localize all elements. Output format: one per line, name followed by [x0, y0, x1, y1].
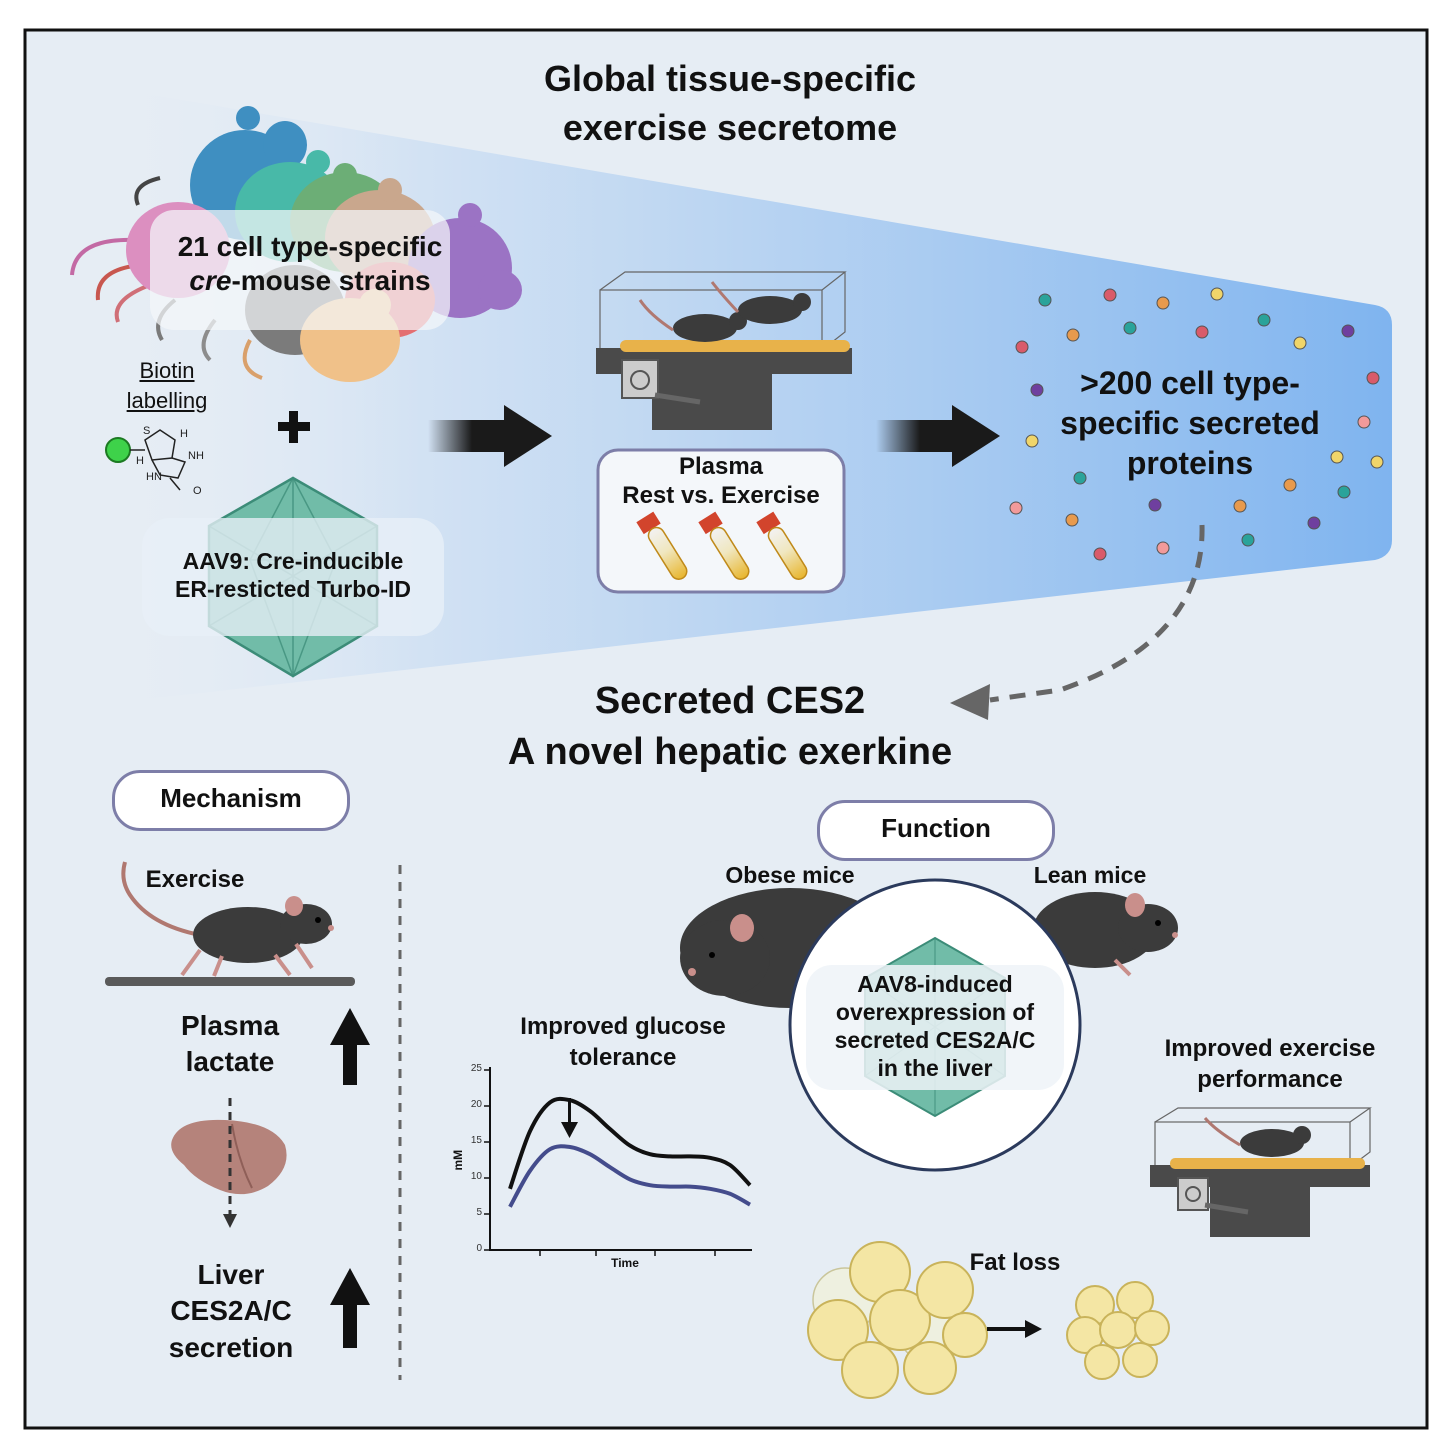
chart-xlabel: Time [611, 1256, 639, 1270]
lean-mice-label: Lean mice [1033, 862, 1147, 888]
arrow-2 [876, 405, 1000, 467]
arrow-1 [428, 405, 552, 467]
chart-ticks [484, 1069, 716, 1256]
dotted-arrow-head [223, 1214, 237, 1228]
mechanism-pill [112, 770, 350, 831]
treadmill-icon [596, 271, 852, 430]
up-arrow-secretion [330, 1268, 370, 1348]
function-pill [817, 800, 1055, 861]
lean-mouse-icon [973, 892, 1178, 987]
strains-label: 21 cell type-specific cre-mouse strains [177, 231, 443, 296]
dashed-arrow [950, 524, 1205, 720]
chem-h2: H [136, 455, 144, 467]
function-title: Function [881, 813, 991, 843]
fat-loss-label: Fat loss [969, 1249, 1061, 1276]
blood-tubes [636, 511, 808, 580]
biotin-molecule [105, 429, 187, 491]
chart-down-arrow [561, 1098, 578, 1138]
up-arrow-lactate [330, 1008, 370, 1085]
chem-h1: H [180, 428, 188, 440]
mechanism-mouse-icon [105, 861, 355, 986]
y-tick-label: 0 [476, 1243, 482, 1254]
mechanism-title: Mechanism [160, 783, 302, 813]
aav8-label-band [806, 965, 1064, 1090]
chem-nh: NH [188, 450, 204, 462]
protein-dots [1009, 287, 1384, 561]
fat-cells-after [1066, 1281, 1170, 1380]
y-tick-label: 10 [470, 1171, 482, 1182]
fat-cells-before [807, 1241, 988, 1399]
y-tick-label: 25 [470, 1063, 482, 1074]
curve-ces2 [508, 1144, 751, 1208]
mechanism-exercise: Exercise [145, 866, 245, 893]
obese-mice-label: Obese mice [725, 862, 855, 888]
curve-control [508, 1096, 752, 1190]
chem-s: S [143, 425, 151, 437]
aav9-label-band [142, 518, 444, 636]
treadmill-small-icon [1150, 1107, 1372, 1237]
glucose-chart [484, 1067, 752, 1256]
y-tick-label: 20 [470, 1099, 482, 1110]
fat-loss-arrow [987, 1320, 1042, 1338]
chem-hn: HN [146, 471, 162, 483]
y-tick-label: 5 [476, 1207, 482, 1218]
mouse-strains-group [70, 106, 522, 382]
y-tick-label: 15 [470, 1135, 482, 1146]
plus-sign [278, 411, 310, 443]
chem-o: O [193, 485, 202, 497]
